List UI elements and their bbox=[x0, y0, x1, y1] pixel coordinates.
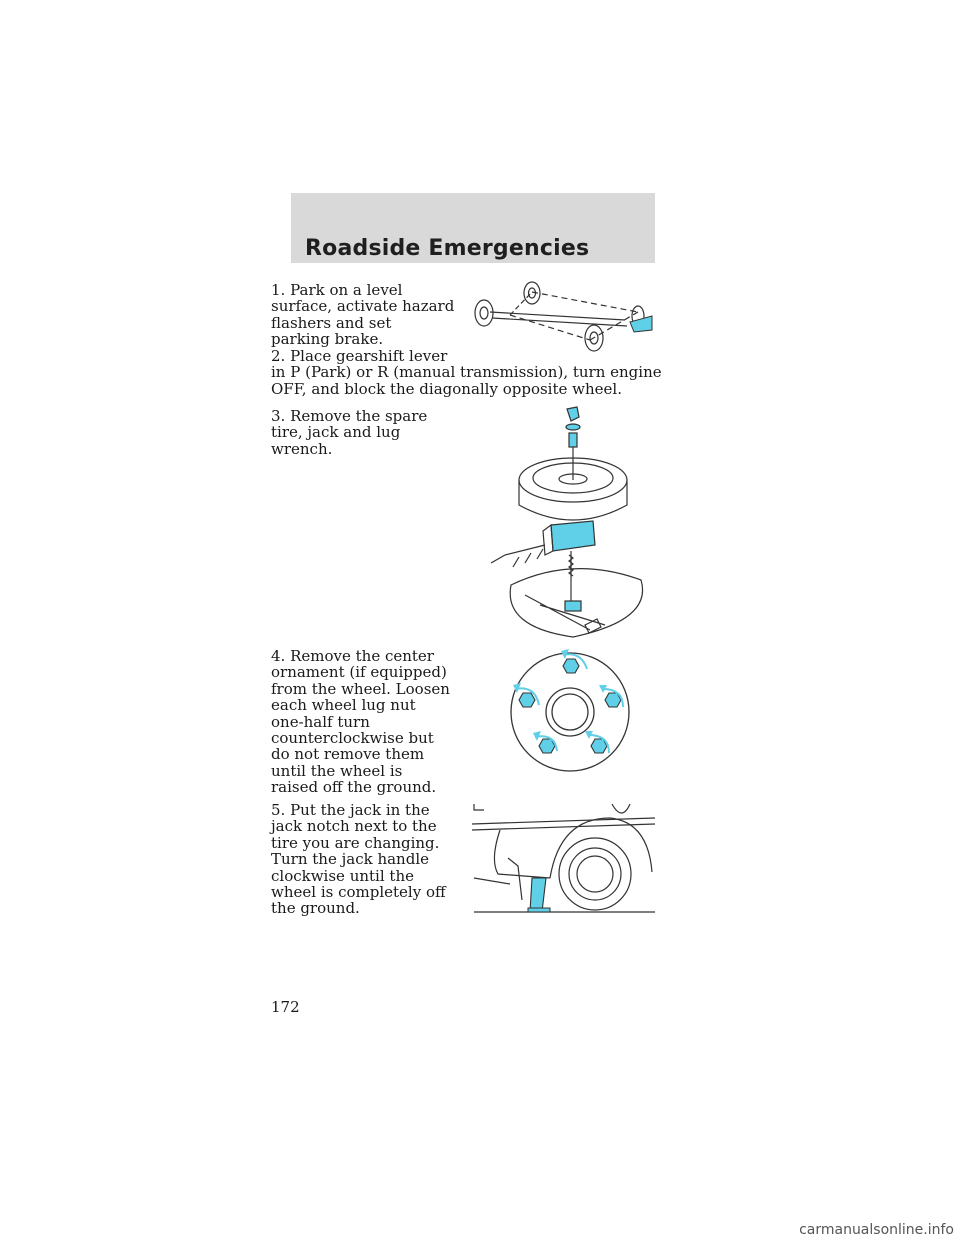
step-4-line: 4. Remove the center bbox=[271, 647, 434, 665]
step-4-text: 4. Remove the center ornament (if equipp… bbox=[271, 648, 450, 796]
step-5-line: tire you are changing. bbox=[271, 833, 440, 852]
section-header: Roadside Emergencies bbox=[291, 193, 655, 263]
step-1-line: 1. Park on a level bbox=[271, 281, 403, 299]
step-2-text: 2. Place gearshift lever in P (Park) or … bbox=[271, 347, 662, 398]
lug-nut-wheel-illustration bbox=[510, 649, 630, 772]
step-4-line: do not remove them bbox=[271, 745, 425, 764]
step-4-line: until the wheel is bbox=[271, 761, 403, 780]
step-4-line: counterclockwise but bbox=[271, 729, 434, 748]
step-5-line: 5. Put the jack in the bbox=[271, 801, 430, 819]
step-1-line: surface, activate hazard bbox=[271, 297, 455, 316]
page-number: 172 bbox=[271, 998, 300, 1016]
step-1-line: flashers and set bbox=[271, 313, 392, 332]
step-4-line: one-half turn bbox=[271, 712, 370, 731]
step-5-line: the ground. bbox=[271, 899, 360, 918]
jack-raising-car-illustration bbox=[471, 803, 656, 913]
step-5-text: 5. Put the jack in the jack notch next t… bbox=[271, 802, 446, 917]
step-2-line: 2. Place gearshift lever bbox=[271, 347, 448, 365]
step-3-line: 3. Remove the spare bbox=[271, 407, 428, 425]
step-3-line: wrench. bbox=[271, 439, 333, 458]
step-3-line: tire, jack and lug bbox=[271, 423, 401, 442]
step-2-line: OFF, and block the diagonally opposite w… bbox=[271, 379, 622, 398]
step-5-line: jack notch next to the bbox=[271, 817, 437, 836]
section-title: Roadside Emergencies bbox=[305, 236, 590, 261]
axle-block-illustration bbox=[474, 281, 653, 352]
step-5-line: Turn the jack handle bbox=[271, 850, 429, 869]
step-1-text: 1. Park on a level surface, activate haz… bbox=[271, 282, 454, 348]
step-4-line: each wheel lug nut bbox=[271, 696, 416, 715]
spare-tire-jack-illustration bbox=[490, 406, 644, 638]
step-4-line: raised off the ground. bbox=[271, 778, 437, 797]
step-5-line: clockwise until the bbox=[271, 866, 414, 885]
step-1-line: parking brake. bbox=[271, 330, 384, 349]
step-3-text: 3. Remove the spare tire, jack and lug w… bbox=[271, 407, 428, 458]
footer-watermark[interactable]: carmanualsonline.info bbox=[799, 1222, 954, 1238]
step-4-line: from the wheel. Loosen bbox=[271, 679, 450, 698]
step-2-line: in P (Park) or R (manual transmission), … bbox=[271, 363, 662, 382]
step-4-line: ornament (if equipped) bbox=[271, 663, 447, 682]
step-5-line: wheel is completely off bbox=[271, 883, 446, 902]
